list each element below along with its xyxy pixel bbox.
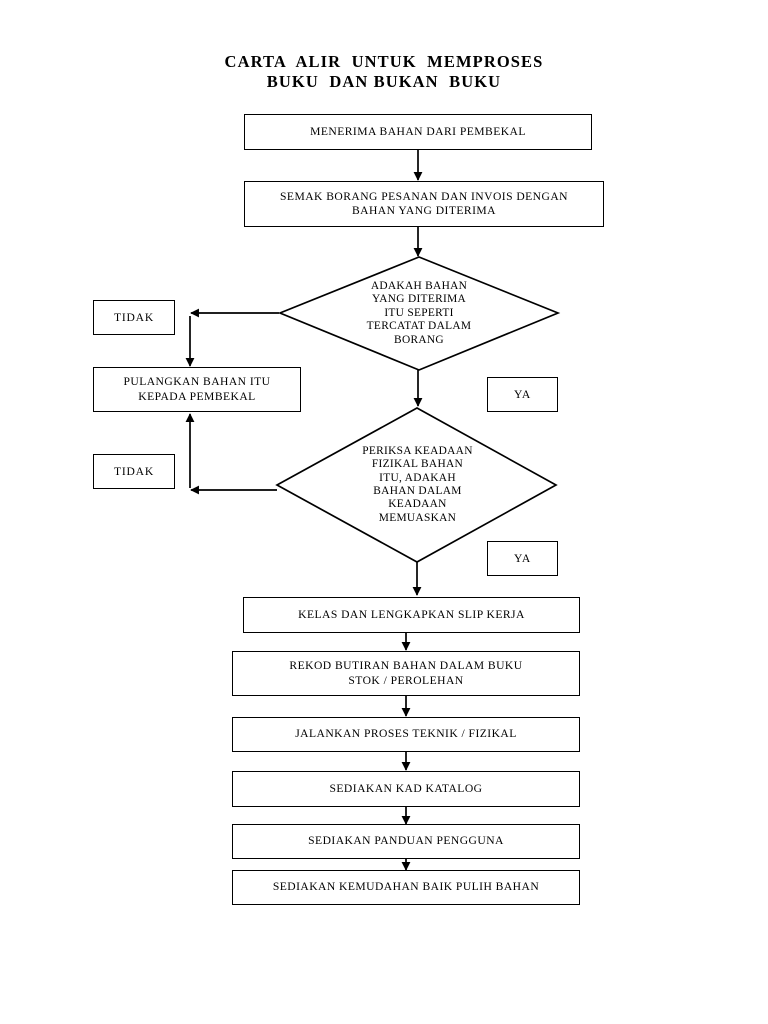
chart-title-line-1: CARTA ALIR UNTUK MEMPROSES — [224, 52, 544, 71]
node-menerima-bahan[interactable]: MENERIMA BAHAN DARI PEMBEKAL — [244, 114, 592, 150]
node-label: SEDIAKAN KEMUDAHAN BAIK PULIH BAHAN — [272, 880, 540, 894]
node-label: YA — [513, 552, 532, 565]
chart-title: CARTA ALIR UNTUK MEMPROSES BUKU DAN BUKA… — [0, 52, 768, 92]
node-rekod-butiran[interactable]: REKOD BUTIRAN BAHAN DALAM BUKU STOK / PE… — [232, 651, 580, 696]
node-label: KELAS DAN LENGKAPKAN SLIP KERJA — [298, 607, 525, 621]
chart-title-line-2: BUKU DAN BUKAN BUKU — [266, 72, 502, 91]
node-jalankan-proses-teknik[interactable]: JALANKAN PROSES TEKNIK / FIZIKAL — [232, 717, 580, 752]
node-label: REKOD BUTIRAN BAHAN DALAM BUKU STOK / PE… — [289, 659, 523, 687]
node-sediakan-panduan-pengguna[interactable]: SEDIAKAN PANDUAN PENGGUNA — [232, 824, 580, 859]
node-label: TIDAK — [113, 311, 155, 324]
decision-1-shape — [277, 256, 561, 371]
node-label: TIDAK — [113, 465, 155, 478]
node-tidak-2[interactable]: TIDAK — [93, 454, 175, 489]
node-ya-1[interactable]: YA — [487, 377, 558, 412]
node-sediakan-kemudahan-baik-pulih[interactable]: SEDIAKAN KEMUDAHAN BAIK PULIH BAHAN — [232, 870, 580, 905]
node-label: SEDIAKAN KAD KATALOG — [329, 781, 483, 795]
node-label: YA — [513, 388, 532, 401]
node-tidak-1[interactable]: TIDAK — [93, 300, 175, 335]
node-label: SEMAK BORANG PESANAN DAN INVOIS DENGAN B… — [280, 189, 568, 218]
node-kelas-lengkapkan-slip[interactable]: KELAS DAN LENGKAPKAN SLIP KERJA — [243, 597, 580, 633]
decision-2-shape — [275, 407, 558, 563]
node-label: JALANKAN PROSES TEKNIK / FIZIKAL — [295, 727, 517, 741]
node-sediakan-kad-katalog[interactable]: SEDIAKAN KAD KATALOG — [232, 771, 580, 807]
node-label: MENERIMA BAHAN DARI PEMBEKAL — [310, 124, 526, 138]
node-label: PULANGKAN BAHAN ITU KEPADA PEMBEKAL — [123, 375, 271, 403]
node-ya-2[interactable]: YA — [487, 541, 558, 576]
node-label: SEDIAKAN PANDUAN PENGGUNA — [308, 834, 504, 848]
node-pulangkan-bahan[interactable]: PULANGKAN BAHAN ITU KEPADA PEMBEKAL — [93, 367, 301, 412]
node-semak-borang[interactable]: SEMAK BORANG PESANAN DAN INVOIS DENGAN B… — [244, 181, 604, 227]
